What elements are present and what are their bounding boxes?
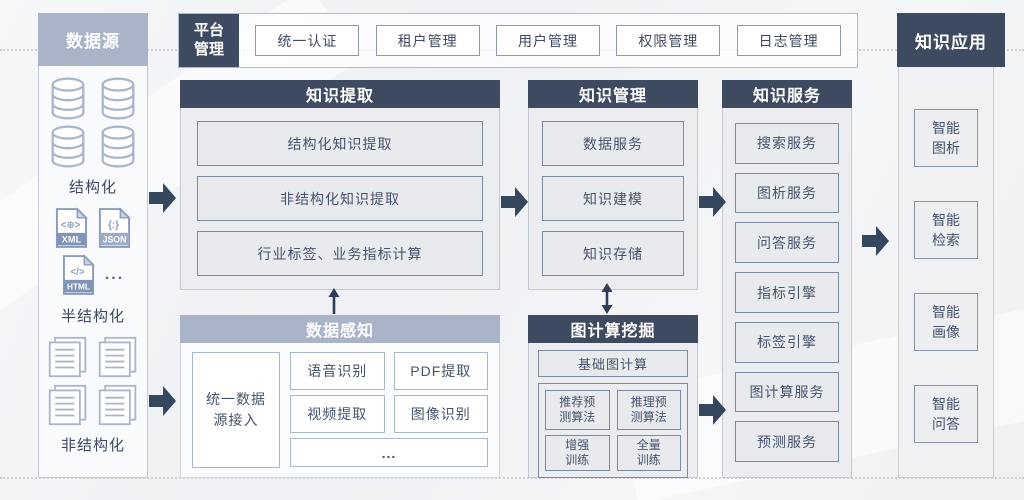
structured-label: 结构化 — [68, 179, 117, 196]
item-video-extraction[interactable]: 视频提取 — [290, 395, 385, 433]
knowledge-service-header: 知识服务 — [722, 80, 852, 108]
item-unstructured-extraction[interactable]: 非结构化知识提取 — [197, 176, 483, 221]
knowledge-extraction-header: 知识提取 — [180, 80, 500, 108]
platform-management-bar: 平台管理 统一认证 租户管理 用户管理 权限管理 日志管理 — [178, 13, 858, 68]
item-intelligent-qa[interactable]: 智能问答 — [914, 385, 978, 443]
graph-computing-header: 图计算挖掘 — [528, 315, 698, 343]
platform-buttons: 统一认证 租户管理 用户管理 权限管理 日志管理 — [239, 14, 857, 67]
svg-text:{:}: {:} — [108, 220, 119, 231]
button-unified-auth[interactable]: 统一认证 — [255, 25, 360, 56]
semi-structured-icons-row1: <⊕> XML {:} JSON — [55, 207, 131, 249]
data-source-header: 数据源 — [38, 13, 148, 66]
item-reasoning-prediction-algorithm[interactable]: 推理预测算法 — [616, 390, 681, 430]
item-image-recognition[interactable]: 图像识别 — [393, 395, 488, 433]
button-log-management[interactable]: 日志管理 — [736, 25, 841, 56]
knowledge-management-body: 数据服务 知识建模 知识存储 — [528, 108, 698, 290]
document-icon — [48, 384, 87, 426]
xml-file-icon: <⊕> XML — [55, 207, 88, 248]
button-permission-management[interactable]: 权限管理 — [616, 25, 721, 56]
database-icon — [101, 77, 135, 120]
item-intelligent-retrieval[interactable]: 智能检索 — [914, 201, 978, 259]
knowledge-management-panel: 知识管理 数据服务 知识建模 知识存储 — [528, 80, 698, 290]
graph-computing-body: 基础图计算 推荐预测算法 推理预测算法 增强训练 全量训练 — [528, 343, 698, 478]
ellipsis: ... — [104, 266, 125, 283]
item-speech-recognition[interactable]: 语音识别 — [290, 352, 385, 390]
arrow-up-icon — [328, 288, 340, 314]
database-icons — [48, 76, 138, 168]
html-file-icon: </> HTML — [62, 254, 95, 295]
item-knowledge-storage[interactable]: 知识存储 — [542, 231, 684, 276]
data-perception-header: 数据感知 — [180, 315, 500, 343]
knowledge-service-body: 搜索服务 图析服务 问答服务 指标引擎 标签引擎 图计算服务 预测服务 — [722, 108, 852, 478]
platform-management-title: 平台管理 — [179, 14, 239, 67]
knowledge-application-body: 智能图析 智能检索 智能画像 智能问答 — [898, 67, 994, 478]
database-icon — [51, 77, 85, 120]
document-icon — [48, 336, 87, 378]
item-more[interactable]: ... — [290, 438, 488, 467]
knowledge-service-panel: 知识服务 搜索服务 图析服务 问答服务 指标引擎 标签引擎 图计算服务 预测服务 — [722, 80, 852, 478]
item-pdf-extraction[interactable]: PDF提取 — [393, 352, 488, 390]
data-perception-panel: 数据感知 统一数据源接入 语音识别 PDF提取 视频提取 图像识别 ... — [180, 315, 500, 478]
button-tenant-management[interactable]: 租户管理 — [375, 25, 480, 56]
graph-computing-panel: 图计算挖掘 基础图计算 推荐预测算法 推理预测算法 增强训练 全量训练 — [528, 315, 698, 478]
item-basic-graph-computing[interactable]: 基础图计算 — [538, 350, 688, 377]
data-perception-body: 统一数据源接入 语音识别 PDF提取 视频提取 图像识别 ... — [180, 343, 500, 478]
item-unified-data-source-access[interactable]: 统一数据源接入 — [192, 352, 280, 468]
svg-text:HTML: HTML — [67, 283, 90, 292]
svg-text:</>: </> — [70, 267, 84, 278]
knowledge-extraction-panel: 知识提取 结构化知识提取 非结构化知识提取 行业标签、业务指标计算 — [180, 80, 500, 290]
semi-structured-label: 半结构化 — [60, 308, 125, 325]
item-knowledge-modeling[interactable]: 知识建模 — [542, 176, 684, 221]
svg-text:XML: XML — [62, 235, 82, 245]
data-source-body: 结构化 <⊕> XML {:} JSON </> HTML ... 半结构化 非结构化 — [38, 66, 148, 478]
item-enhanced-training[interactable]: 增强训练 — [545, 435, 610, 471]
item-metric-engine[interactable]: 指标引擎 — [735, 272, 839, 313]
dotted-line — [0, 477, 1024, 479]
item-graph-computing-service[interactable]: 图计算服务 — [735, 371, 839, 413]
json-file-icon: {:} JSON — [98, 207, 131, 248]
knowledge-management-header: 知识管理 — [528, 80, 698, 108]
semi-structured-icons-row2: </> HTML ... — [62, 254, 124, 296]
item-industry-tags-metrics[interactable]: 行业标签、业务指标计算 — [197, 231, 483, 276]
item-search-service[interactable]: 搜索服务 — [735, 123, 839, 164]
item-data-service[interactable]: 数据服务 — [542, 121, 684, 166]
arrow-service-to-application-icon — [862, 226, 889, 256]
data-perception-grid: 语音识别 PDF提取 视频提取 图像识别 ... — [290, 352, 488, 468]
knowledge-extraction-body: 结构化知识提取 非结构化知识提取 行业标签、业务指标计算 — [180, 108, 500, 290]
item-tag-engine[interactable]: 标签引擎 — [735, 321, 839, 363]
document-icon — [98, 336, 137, 378]
item-qa-service[interactable]: 问答服务 — [735, 222, 839, 264]
database-icon — [51, 125, 85, 168]
database-icon — [101, 125, 135, 168]
button-user-management[interactable]: 用户管理 — [495, 25, 600, 56]
item-full-training[interactable]: 全量训练 — [616, 435, 681, 471]
arrow-up-down-icon — [601, 283, 613, 314]
graph-computing-grid: 推荐预测算法 推理预测算法 增强训练 全量训练 — [538, 383, 688, 478]
document-icons — [47, 336, 139, 426]
arrow-datasource-to-perception-icon — [149, 386, 176, 416]
item-recommend-prediction-algorithm[interactable]: 推荐预测算法 — [545, 390, 610, 430]
svg-text:JSON: JSON — [103, 235, 127, 245]
unstructured-label: 非结构化 — [60, 437, 125, 454]
knowledge-application-panel: 知识应用 智能图析 智能检索 智能画像 智能问答 — [897, 13, 1005, 478]
data-source-panel: 数据源 结构化 <⊕> XML {:} JSON </> HTML ... 半结构化 — [38, 13, 148, 478]
arrow-extraction-to-management-icon — [501, 187, 528, 217]
item-intelligent-profiling[interactable]: 智能画像 — [914, 293, 978, 351]
svg-text:<⊕>: <⊕> — [61, 220, 81, 231]
item-prediction-service[interactable]: 预测服务 — [735, 421, 839, 463]
document-icon — [98, 384, 137, 426]
item-intelligent-graph-analysis[interactable]: 智能图析 — [914, 109, 978, 167]
item-graph-analysis-service[interactable]: 图析服务 — [735, 172, 839, 214]
knowledge-application-header: 知识应用 — [897, 13, 1005, 67]
item-structured-extraction[interactable]: 结构化知识提取 — [197, 121, 483, 166]
